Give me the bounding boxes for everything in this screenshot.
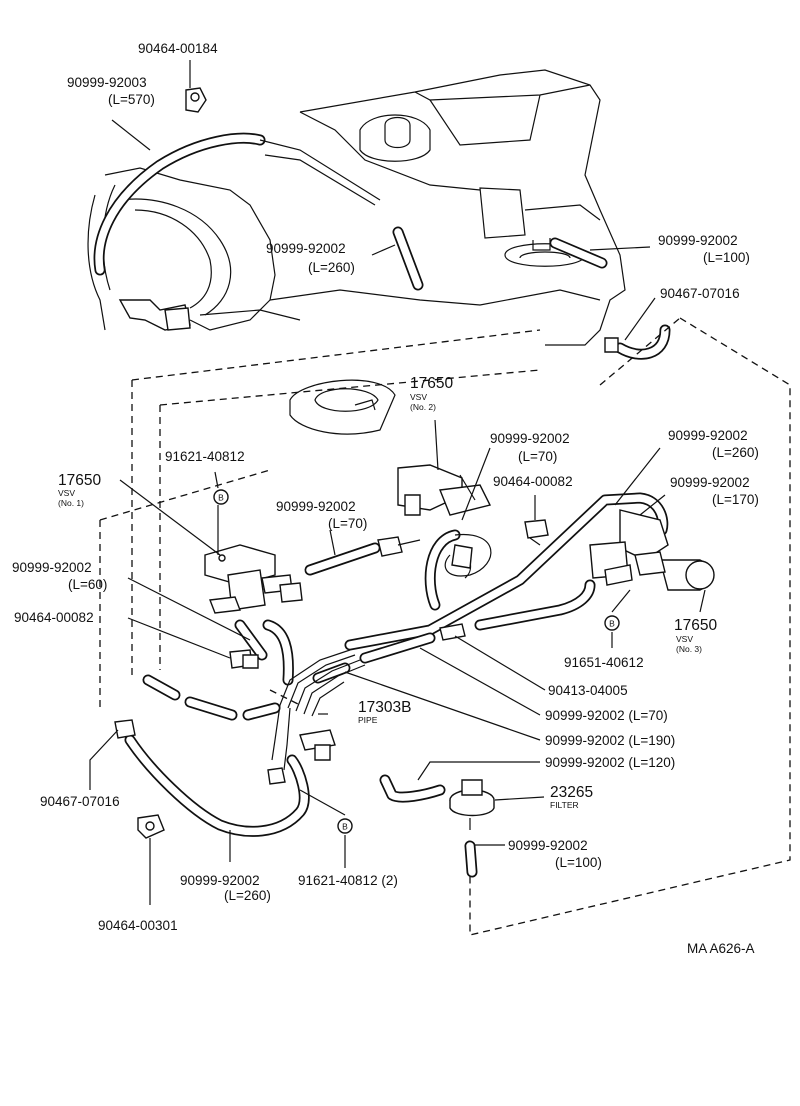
label-90999-92003: 90999-92003 — [67, 75, 147, 90]
reference-code: MA A626-A — [687, 941, 755, 956]
label-91621-40812-top: 91621-40812 — [165, 449, 245, 464]
svg-text:B: B — [342, 822, 348, 832]
dashed-boundaries — [99, 317, 791, 936]
vsv-no2 — [397, 464, 492, 516]
svg-text:B: B — [609, 619, 615, 629]
label-90467-07016-right: 90467-07016 — [660, 286, 740, 301]
long-hoses — [312, 492, 669, 684]
label-l100-bottom: (L=100) — [555, 855, 602, 870]
engine-fitting-left — [118, 299, 191, 331]
label-90999-92002-l120: 90999-92002 (L=120) — [545, 755, 675, 770]
filter-23265 — [449, 779, 495, 830]
leader-lines — [89, 60, 706, 905]
clip-90464-00184 — [185, 87, 207, 113]
clamp-90467-07016-left — [114, 719, 136, 739]
label-90999-92002-l100-top: 90999-92002 — [658, 233, 738, 248]
label-91621-40812-2: 91621-40812 (2) — [298, 873, 398, 888]
label-l570: (L=570) — [108, 92, 155, 107]
hose-l570 — [93, 132, 381, 276]
circle-b-marker-bottom: B — [337, 818, 353, 834]
vsv-no3 — [589, 509, 715, 591]
label-17303b: 17303B — [358, 699, 411, 716]
label-90999-92002-l190: 90999-92002 (L=190) — [545, 733, 675, 748]
svg-text:B: B — [218, 493, 224, 503]
hose-l100-top — [549, 237, 608, 269]
label-90999-92002-l260-r: 90999-92002 — [668, 428, 748, 443]
label-90413-04005: 90413-04005 — [548, 683, 628, 698]
label-pipe: PIPE — [358, 715, 378, 725]
label-vsv1-number: (No. 1) — [58, 498, 84, 508]
label-90999-92002-top: 90999-92002 — [266, 241, 346, 256]
clip-90464-00082-mid — [524, 519, 549, 546]
label-90464-00082-left: 90464-00082 — [14, 610, 94, 625]
hose-l60 — [234, 619, 294, 686]
label-90999-92002-l170: 90999-92002 — [670, 475, 750, 490]
circle-b-marker-right: B — [604, 615, 620, 631]
hose-left-segments — [142, 674, 281, 721]
label-23265: 23265 — [550, 784, 593, 801]
engine-outline — [199, 69, 626, 346]
label-l260-bottom: (L=260) — [224, 888, 271, 903]
label-90999-92002-l70-a: 90999-92002 — [490, 431, 570, 446]
label-17650-vsv2: 17650 — [410, 375, 453, 392]
vsv-no2-diaphragm-cap — [289, 379, 396, 435]
label-90464-00301: 90464-00301 — [98, 918, 178, 933]
label-l70-a: (L=70) — [518, 449, 557, 464]
hose-vsv2-loops — [424, 529, 492, 611]
circle-b-marker-top: B — [213, 489, 229, 505]
label-vsv1-type: VSV — [58, 488, 75, 498]
hose-l100-bottom — [464, 840, 478, 878]
label-90999-92002-l100-bottom: 90999-92002 — [508, 838, 588, 853]
label-90464-00184: 90464-00184 — [138, 41, 218, 56]
timing-cover — [87, 167, 276, 331]
label-90999-92002-l70-b: 90999-92002 — [276, 499, 356, 514]
pipe-17303b — [271, 649, 366, 771]
clip-90464-00301 — [137, 814, 165, 839]
label-filter: FILTER — [550, 800, 579, 810]
label-l170: (L=170) — [712, 492, 759, 507]
label-90464-00082-mid: 90464-00082 — [493, 474, 573, 489]
label-17650-vsv1: 17650 — [58, 472, 101, 489]
label-vsv2-number: (No. 2) — [410, 402, 436, 412]
pipe-joint-90413 — [439, 623, 466, 641]
label-l260-top: (L=260) — [308, 260, 355, 275]
label-91651-40612: 91651-40612 — [564, 655, 644, 670]
label-vsv3-number: (No. 3) — [676, 644, 702, 654]
hose-l120 — [379, 774, 446, 803]
label-l100-top: (L=100) — [703, 250, 750, 265]
hose-l260-top — [392, 226, 424, 291]
label-90999-92002-l60: 90999-92002 — [12, 560, 92, 575]
label-l60: (L=60) — [68, 577, 107, 592]
label-vsv3-type: VSV — [676, 634, 693, 644]
hose-l260-bottom — [124, 734, 310, 837]
hose-l70-upper — [304, 536, 421, 576]
label-vsv2-type: VSV — [410, 392, 427, 402]
vsv-no1 — [204, 544, 303, 614]
label-90999-92002-l70-c: 90999-92002 (L=70) — [545, 708, 668, 723]
label-17650-vsv3: 17650 — [674, 617, 717, 634]
label-l70-b: (L=70) — [328, 516, 367, 531]
pipe-bracket — [267, 729, 336, 785]
label-90999-92002-l260-bottom: 90999-92002 — [180, 873, 260, 888]
clamp-90467-07016-right — [604, 324, 671, 360]
label-90467-07016-left: 90467-07016 — [40, 794, 120, 809]
clip-90464-00082-left — [229, 649, 259, 669]
label-l260-r: (L=260) — [712, 445, 759, 460]
